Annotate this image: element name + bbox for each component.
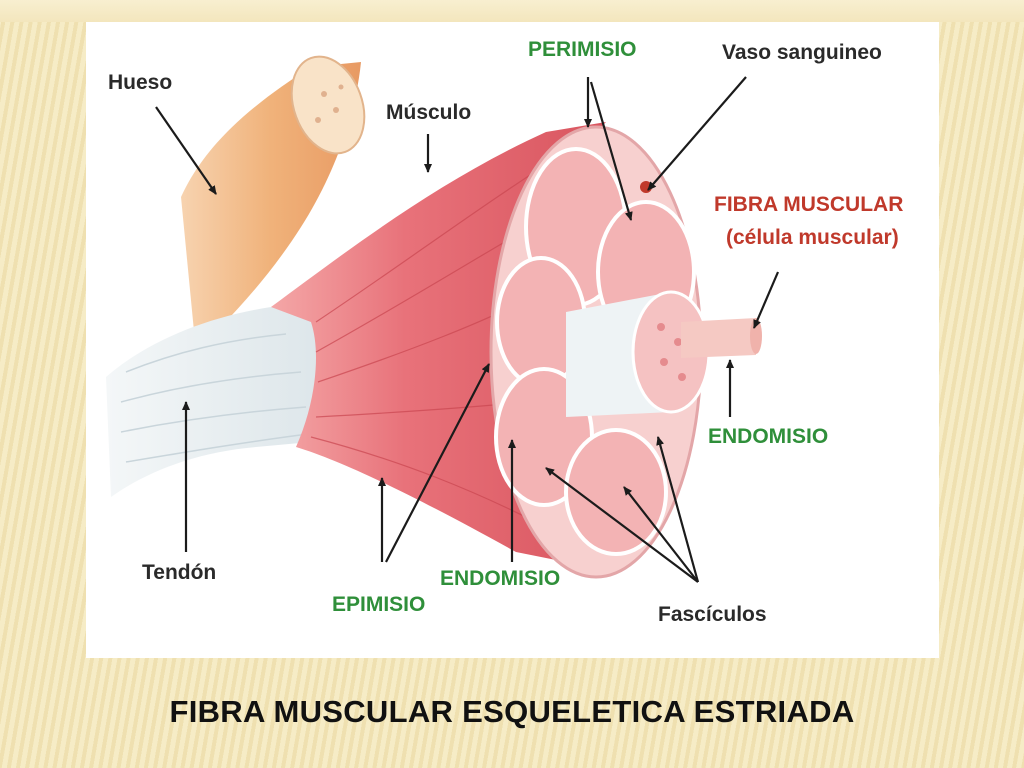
slide-top-band — [0, 0, 1024, 22]
arrow-hueso — [155, 106, 217, 195]
label-endomisio-bottom: ENDOMISIO — [440, 567, 561, 590]
label-epimisio: EPIMISIO — [332, 593, 426, 616]
arrow-fibra — [752, 271, 780, 329]
diagram-panel: Hueso Músculo PERIMISIO Vaso sanguineo F… — [86, 22, 939, 658]
arrow-perimisio-2 — [589, 81, 633, 221]
label-musculo: Músculo — [386, 101, 472, 124]
label-fasciculos: Fascículos — [658, 603, 767, 626]
bone-shape — [181, 55, 366, 352]
arrow-epimisio-2 — [385, 363, 490, 563]
muscle-anatomy-illustration — [106, 55, 780, 583]
label-hueso: Hueso — [108, 71, 173, 94]
pointer-arrows — [155, 76, 780, 583]
label-vaso-sanguineo: Vaso sanguineo — [722, 41, 882, 64]
label-endomisio-right: ENDOMISIO — [708, 425, 829, 448]
label-perimisio: PERIMISIO — [528, 38, 637, 61]
tendon-shape — [106, 302, 322, 497]
arrow-fasciculos-2 — [623, 486, 699, 583]
muscle-fiber — [681, 318, 762, 358]
arrow-fasciculos-1 — [545, 467, 699, 583]
label-celula-muscular: (célula muscular) — [726, 226, 899, 249]
label-fibra-muscular: FIBRA MUSCULAR — [714, 193, 904, 216]
label-tendon: Tendón — [142, 561, 217, 584]
arrow-fasciculos-3 — [656, 436, 700, 583]
arrow-vaso — [647, 76, 747, 191]
slide-caption: FIBRA MUSCULAR ESQUELETICA ESTRIADA — [169, 694, 855, 729]
